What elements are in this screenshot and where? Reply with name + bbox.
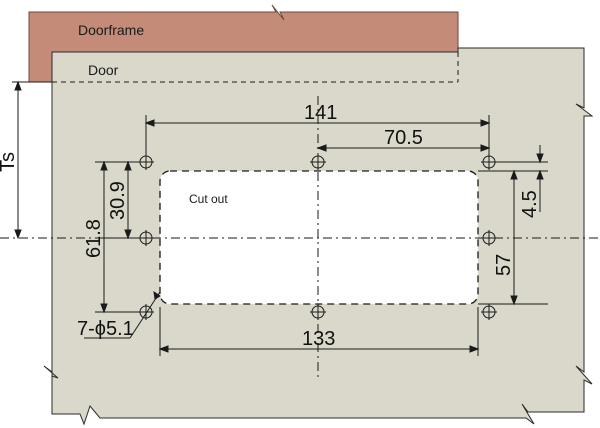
dim-offset-vertical-small: 30.9: [107, 181, 129, 220]
doorframe-label: Doorframe: [78, 22, 144, 38]
dim-overall-width: 141: [304, 102, 337, 124]
hole-top-right: [481, 154, 497, 170]
hole-top-center: [310, 154, 326, 170]
door-label: Door: [88, 62, 119, 78]
hole-mid-left: [138, 230, 154, 246]
hole-bottom-right: [481, 304, 497, 320]
mounting-holes: [138, 154, 497, 320]
dim-cutout-width: 133: [302, 328, 335, 350]
hole-mid-right: [481, 230, 497, 246]
dim-ts: Ts: [0, 152, 19, 172]
dimension-lines: [14, 80, 548, 356]
dim-right-height: 57: [493, 254, 515, 276]
hole-top-left: [138, 154, 154, 170]
dim-hole-span-vertical: 61.8: [83, 219, 105, 258]
hole-bottom-left: [138, 304, 154, 320]
dim-right-offset: 4.5: [519, 190, 541, 218]
hole-bottom-center: [310, 304, 326, 320]
cutout-label: Cut out: [189, 192, 228, 206]
dim-hole-spec: 7-ϕ5.1: [77, 318, 134, 340]
dim-half-width: 70.5: [384, 127, 423, 149]
